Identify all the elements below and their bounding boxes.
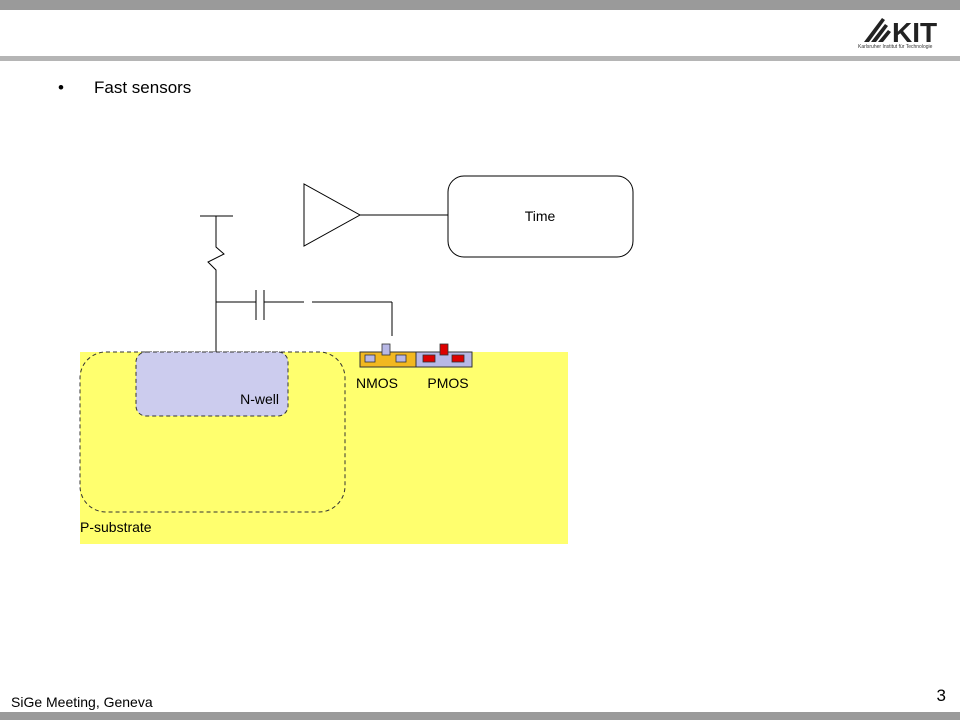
amplifier-symbol xyxy=(303,183,362,247)
kit-logo: KIT xyxy=(864,17,937,48)
pmos-gate xyxy=(439,343,449,356)
pmos-source xyxy=(422,354,436,363)
bottom-bar xyxy=(0,712,960,720)
bullet-dot: • xyxy=(58,78,64,97)
nmos-label: NMOS xyxy=(356,375,398,391)
logo-subtitle: Karlsruher Institut für Technologie xyxy=(858,44,933,50)
pmos-label: PMOS xyxy=(427,375,468,391)
header-rule xyxy=(0,56,960,61)
logo-text: KIT xyxy=(892,17,937,48)
nmos-source xyxy=(364,354,376,363)
time-box xyxy=(447,175,634,258)
psubstrate-label: P-substrate xyxy=(80,519,152,535)
page-number: 3 xyxy=(936,686,946,705)
nmos-gate xyxy=(381,343,391,356)
time-label: Time xyxy=(525,208,556,224)
bias-resistor xyxy=(207,216,225,352)
pmos-drain xyxy=(451,354,465,363)
footer-event: SiGe Meeting, Geneva xyxy=(11,694,153,710)
bullet-text: Fast sensors xyxy=(94,78,192,97)
nwell-label: N-well xyxy=(240,391,279,407)
nmos-drain xyxy=(395,354,407,363)
bullet-item: • Fast sensors xyxy=(58,78,191,98)
top-bar xyxy=(0,0,960,10)
n-well xyxy=(135,351,289,417)
